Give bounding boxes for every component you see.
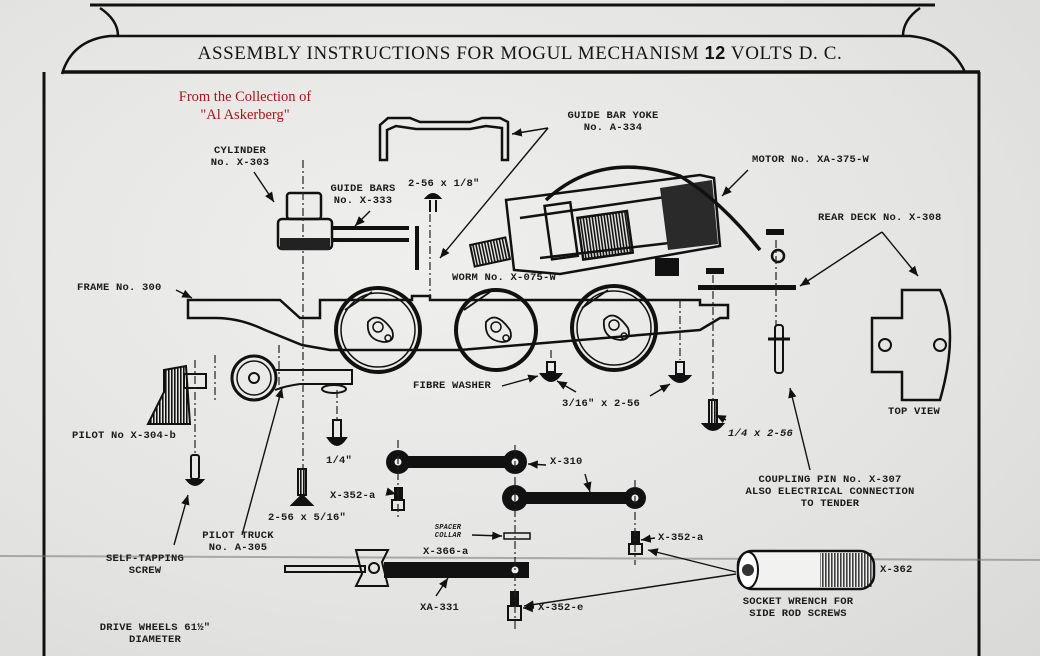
drive-wheel-1 xyxy=(334,286,422,374)
label-x352a-right: X-352-a xyxy=(658,532,704,544)
top-view-hole-right xyxy=(933,338,947,352)
guide-bars xyxy=(332,226,419,270)
fibre-washer-screw xyxy=(539,361,563,382)
banner-right-curl xyxy=(901,6,921,37)
pilot-truck xyxy=(230,354,353,402)
label-pilot: PILOT No X-304-b xyxy=(72,430,177,442)
label-drive-wheels: DRIVE WHEELS 61½"DIAMETER xyxy=(99,622,211,646)
guide-bar-yoke xyxy=(378,116,510,162)
voltage-number: 12 xyxy=(704,43,726,63)
rear-deck-screw-a xyxy=(706,268,724,274)
label-worm: WORM No. X-075-W xyxy=(452,272,557,284)
header-banner xyxy=(60,3,980,75)
label-screw-1-4-2-56: 1/4 x 2-56 xyxy=(728,428,794,440)
label-top-view: TOP VIEW xyxy=(888,406,941,418)
label-screw-3-16: 3/16" x 2-56 xyxy=(562,398,641,410)
self-tapping-screw xyxy=(184,454,206,486)
motor xyxy=(504,165,786,276)
side-rod-x310 xyxy=(502,485,646,511)
main-rod-x366a xyxy=(284,549,529,587)
screw-1-4-2-56 xyxy=(700,399,726,431)
label-rear-deck: REAR DECK No. X-308 xyxy=(818,212,942,224)
label-x310: X-310 xyxy=(550,456,583,468)
leader-arrows xyxy=(173,127,919,613)
rear-deck-side xyxy=(698,285,796,290)
screw-2-56-5-16 xyxy=(289,468,315,506)
spacer-collar xyxy=(503,532,531,540)
label-frame: FRAME No. 300 xyxy=(77,282,162,294)
label-screw-1-4: 1/4" xyxy=(326,455,353,467)
frame xyxy=(186,294,730,352)
banner-left-curl xyxy=(99,6,120,37)
centerlines xyxy=(194,160,777,630)
label-xa331: XA-331 xyxy=(420,602,460,614)
top-view-hole-left xyxy=(878,338,892,352)
side-rod-upper xyxy=(386,450,527,474)
collection-note: From the Collection of "Al Askerberg" xyxy=(140,88,350,124)
screw-1-4 xyxy=(326,419,348,446)
label-motor: MOTOR No. XA-375-W xyxy=(752,154,870,166)
rear-deck-top-view xyxy=(870,288,952,402)
rear-deck-screw-b xyxy=(766,229,784,235)
drive-wheel-3 xyxy=(570,284,658,372)
worm-gear xyxy=(468,236,512,268)
label-fibre-washer: FIBRE WASHER xyxy=(413,380,492,392)
pilot xyxy=(146,364,207,425)
label-screw-2-56-5-16: 2-56 x 5/16" xyxy=(268,512,347,524)
label-x352a-left: X-352-a xyxy=(330,490,376,502)
screw-2-56-1-8 xyxy=(423,193,443,212)
voltage-unit: VOLTS D. C. xyxy=(730,43,843,64)
banner-arch xyxy=(60,34,967,75)
coupling-pin xyxy=(768,324,790,374)
cylinder xyxy=(276,191,334,251)
label-screw-2-56-1-8: 2-56 x 1/8" xyxy=(408,178,480,190)
title-text: ASSEMBLY INSTRUCTIONS FOR MOGUL MECHANIS… xyxy=(197,43,700,64)
socket-wrench xyxy=(736,549,876,591)
drive-wheel-2 xyxy=(454,288,538,372)
label-x366a: X-366-a xyxy=(423,546,469,558)
label-x352e: X-352-e xyxy=(538,602,584,614)
page-title: ASSEMBLY INSTRUCTIONS FOR MOGUL MECHANIS… xyxy=(120,43,920,65)
collection-line-1: From the Collection of xyxy=(178,89,312,105)
collection-line-2: "Al Askerberg" xyxy=(200,107,290,123)
label-x362: X-362 xyxy=(880,564,913,576)
main-border xyxy=(42,72,981,656)
screw-3-16-right xyxy=(667,361,693,383)
